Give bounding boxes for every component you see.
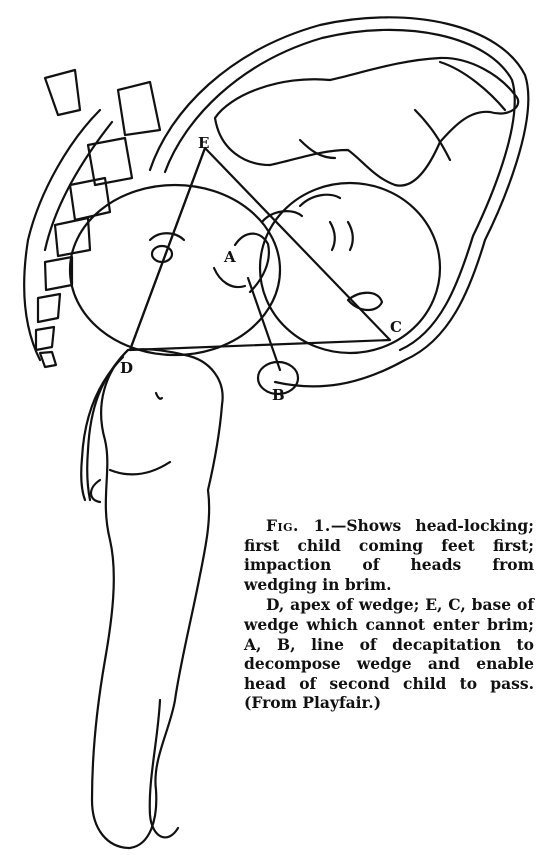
head-right — [260, 183, 440, 353]
caption-paragraph-2: D, apex of wedge; E, C, base of wedge wh… — [244, 595, 534, 713]
caption-paragraph-1: Fig. 1.—Shows head-locking; first child … — [244, 516, 534, 594]
label-d: D — [120, 359, 133, 377]
figure-caption: Fig. 1.—Shows head-locking; first child … — [244, 516, 534, 713]
upper-fetus-body — [215, 58, 518, 186]
head-left — [70, 185, 280, 355]
figure-label: Fig. 1. — [266, 516, 331, 535]
label-e: E — [198, 134, 209, 152]
label-b: B — [272, 386, 285, 404]
label-a: A — [223, 248, 236, 266]
uterus-outline — [150, 17, 528, 386]
lower-fetus-body — [92, 349, 223, 848]
label-c: C — [390, 318, 402, 336]
